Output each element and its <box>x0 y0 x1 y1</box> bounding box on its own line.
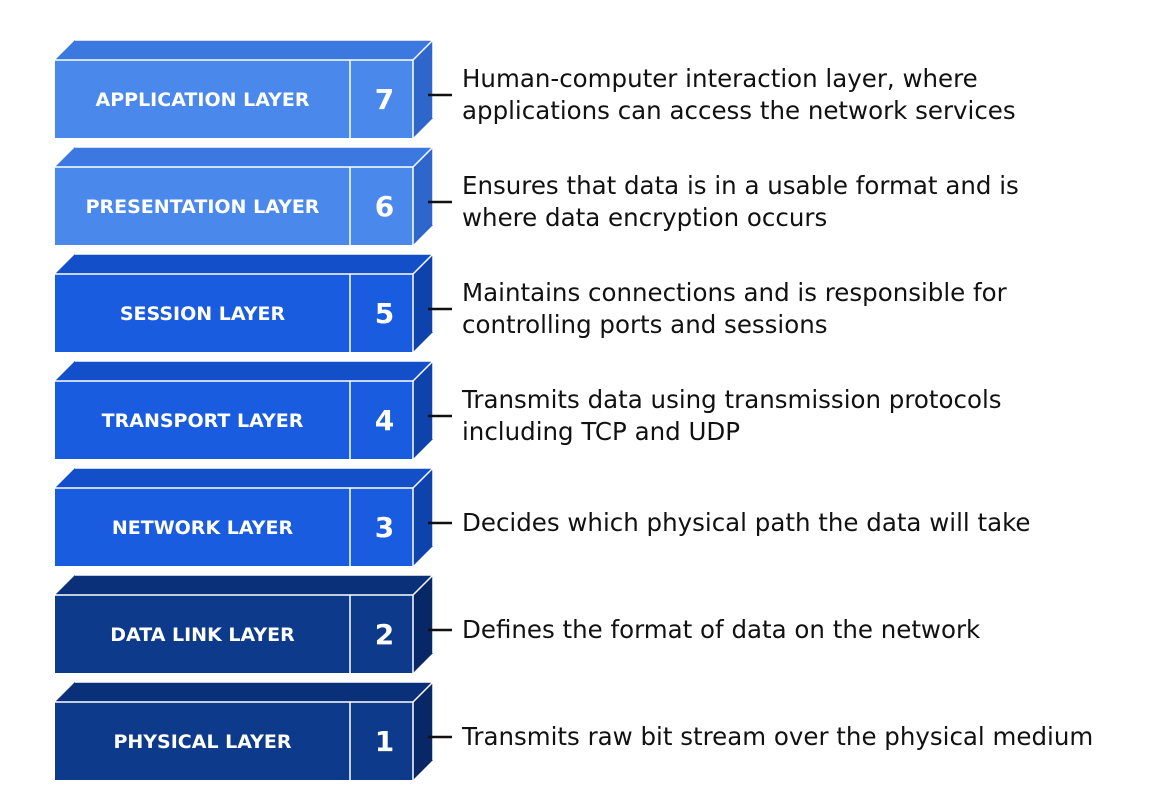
layer-description-line-1: Maintains connections and is responsible… <box>462 278 1008 307</box>
layer-edges <box>55 253 434 352</box>
layer-name: DATA LINK LAYER <box>110 624 295 646</box>
layer-description-line-2: where data encryption occurs <box>462 203 827 232</box>
layer-number: 3 <box>375 511 394 544</box>
layer-top-face <box>55 147 433 167</box>
layer-6: PRESENTATION LAYER 6 Ensures that data is … <box>55 146 1019 245</box>
layer-front-face <box>55 60 413 138</box>
layer-name: PHYSICAL LAYER <box>113 731 291 753</box>
layer-3: NETWORK LAYER 3 Decides which physical pat… <box>55 467 1031 566</box>
layer-number: 5 <box>375 297 394 330</box>
layer-top-face <box>55 575 433 595</box>
layer-description-line-1: Defines the format of data on the networ… <box>462 615 981 644</box>
layer-edges <box>55 146 434 245</box>
layer-4: TRANSPORT LAYER 4 Transmits data using tra… <box>55 360 1002 459</box>
layer-top-face <box>55 254 433 274</box>
layer-name: PRESENTATION LAYER <box>86 196 320 218</box>
layer-description-line-1: Human-computer interaction layer, where <box>462 64 978 93</box>
layer-number: 7 <box>375 83 394 116</box>
layer-name: TRANSPORT LAYER <box>102 410 304 432</box>
layer-5: SESSION LAYER 5 Maintains connections and … <box>55 253 1008 352</box>
layer-1: PHYSICAL LAYER 1 Transmits raw bit stream … <box>55 681 1093 780</box>
layer-description-line-2: controlling ports and sessions <box>462 310 828 339</box>
layer-edges <box>55 360 434 459</box>
layer-description-line-1: Ensures that data is in a usable format … <box>462 171 1019 200</box>
layer-description-line-1: Transmits data using transmission protoc… <box>461 385 1002 414</box>
layer-front-face <box>55 702 413 780</box>
layer-number: 4 <box>375 404 394 437</box>
layer-front-face <box>55 167 413 245</box>
layer-front-face <box>55 381 413 459</box>
layer-description-line-2: applications can access the network serv… <box>462 96 1016 125</box>
layer-description-line-2: including TCP and UDP <box>462 417 740 446</box>
layer-number: 6 <box>375 190 394 223</box>
layer-edges <box>55 574 434 673</box>
layer-side-face <box>413 682 433 780</box>
layer-side-face <box>413 361 433 459</box>
layer-side-face <box>413 468 433 566</box>
layer-7: APPLICATION LAYER 7 Human-computer interac… <box>55 39 1016 138</box>
layer-side-face <box>413 147 433 245</box>
layer-front-face <box>55 595 413 673</box>
layer-front-face <box>55 274 413 352</box>
layer-front-face <box>55 488 413 566</box>
layer-side-face <box>413 575 433 673</box>
layer-name: SESSION LAYER <box>120 303 286 325</box>
layer-name: NETWORK LAYER <box>112 517 294 539</box>
layer-top-face <box>55 468 433 488</box>
layer-description-line-1: Transmits raw bit stream over the physic… <box>461 722 1093 751</box>
layer-edges <box>55 467 434 566</box>
layer-edges <box>55 681 434 780</box>
layer-description-line-1: Decides which physical path the data wil… <box>462 508 1031 537</box>
layer-side-face <box>413 254 433 352</box>
layer-2: DATA LINK LAYER 2 Defines the format of da… <box>55 574 981 673</box>
layer-edges <box>55 39 434 138</box>
layer-number: 2 <box>375 618 394 651</box>
layer-number: 1 <box>375 725 394 758</box>
layer-top-face <box>55 361 433 381</box>
layer-top-face <box>55 40 433 60</box>
layer-side-face <box>413 40 433 138</box>
layer-top-face <box>55 682 433 702</box>
layer-name: APPLICATION LAYER <box>96 89 310 111</box>
